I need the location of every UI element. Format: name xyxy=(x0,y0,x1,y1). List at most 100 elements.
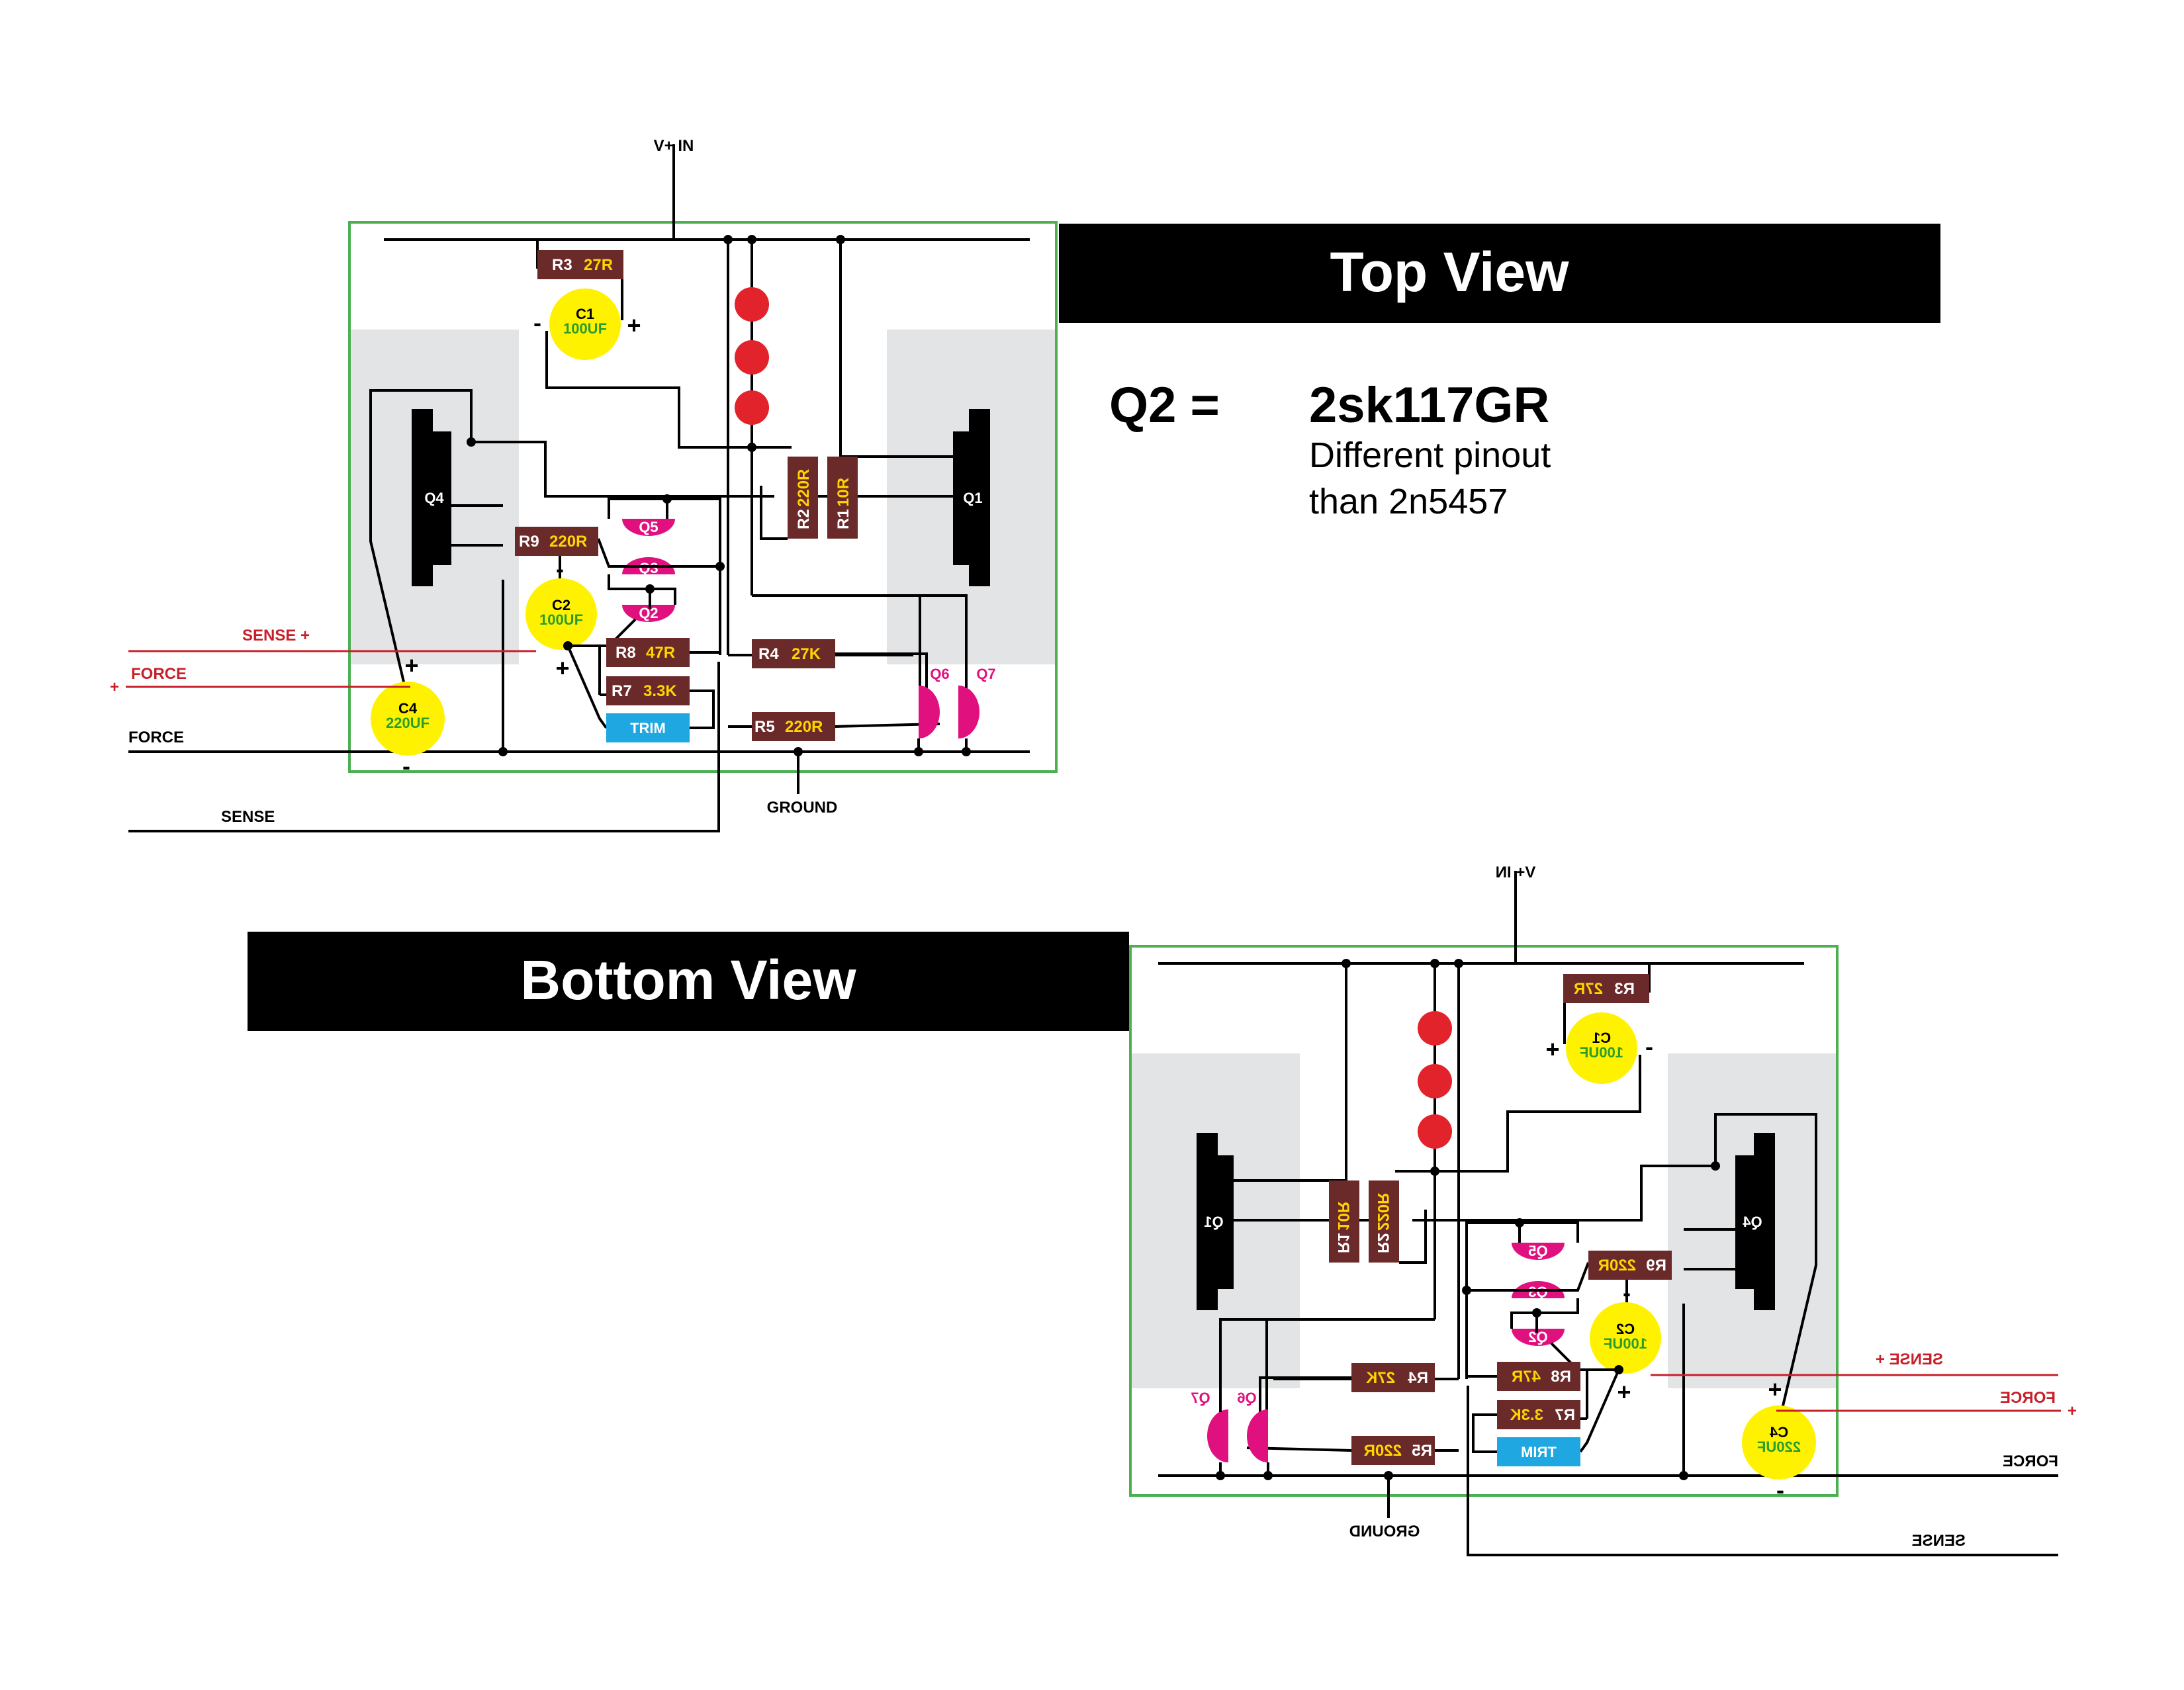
svg-text:220R: 220R xyxy=(549,533,587,551)
top-r4: R4 27K xyxy=(752,639,835,668)
svg-text:R1: R1 xyxy=(1334,1233,1352,1253)
svg-text:TRIM: TRIM xyxy=(1521,1444,1557,1460)
svg-text:+: + xyxy=(1768,1376,1782,1403)
top-force-label: FORCE xyxy=(128,729,184,746)
top-r8: R8 47R xyxy=(606,638,690,667)
top-sense-label: SENSE xyxy=(221,808,275,826)
svg-text:220UF: 220UF xyxy=(386,715,430,731)
bottom-r7: R7 3.3K xyxy=(1497,1400,1580,1429)
svg-text:100UF: 100UF xyxy=(539,611,583,628)
pinout-note-line1: Different pinout xyxy=(1309,435,1551,475)
svg-text:Q4: Q4 xyxy=(424,490,444,506)
svg-text:10R: 10R xyxy=(1334,1202,1352,1231)
svg-text:R3: R3 xyxy=(552,256,572,274)
svg-text:220R: 220R xyxy=(795,469,813,507)
bottom-r5: R5 220R xyxy=(1351,1436,1435,1465)
bottom-r9: R9 220R xyxy=(1588,1251,1672,1280)
svg-text:Q6: Q6 xyxy=(930,666,949,682)
svg-text:R7: R7 xyxy=(1555,1406,1575,1424)
top-sense-plus-label: SENSE + xyxy=(242,627,310,645)
top-vplus-in-label: V+ IN xyxy=(654,137,694,155)
bottom-r4: R4 27K xyxy=(1351,1363,1435,1392)
bottom-q7: Q7 xyxy=(1191,1390,1228,1462)
top-r5: R5 220R xyxy=(752,712,835,741)
bottom-q2: Q2 xyxy=(1512,1329,1565,1346)
bottom-c4: C4 220UF + - xyxy=(1742,1376,1816,1503)
top-q6: Q6 xyxy=(919,666,950,738)
bottom-q5: Q5 xyxy=(1512,1243,1565,1260)
svg-text:27K: 27K xyxy=(1365,1369,1395,1387)
top-force-plus-sign: + xyxy=(110,678,119,696)
svg-text:R1: R1 xyxy=(835,509,852,529)
svg-text:220UF: 220UF xyxy=(1757,1439,1801,1455)
svg-text:-: - xyxy=(402,752,410,779)
top-c2: C2 100UF - + xyxy=(525,555,597,682)
top-r2: R2 220R xyxy=(788,457,818,539)
svg-text:C4: C4 xyxy=(398,700,418,717)
q2-part-number: 2sk117GR xyxy=(1309,377,1549,433)
svg-text:Q3: Q3 xyxy=(1528,1284,1547,1300)
svg-text:220R: 220R xyxy=(785,718,823,736)
svg-text:Q3: Q3 xyxy=(639,560,658,576)
bottom-force-plus-sign: + xyxy=(2068,1402,2077,1420)
q2-equals-label: Q2 = xyxy=(1109,377,1220,433)
svg-text:47R: 47R xyxy=(646,644,675,662)
svg-text:R2: R2 xyxy=(795,509,813,529)
svg-text:+: + xyxy=(555,654,569,682)
svg-text:Q7: Q7 xyxy=(976,666,995,682)
bottom-view: Bottom View V+ IN R3 27R C1 100UF xyxy=(248,864,2077,1556)
top-c4: C4 220UF + - xyxy=(371,652,445,779)
svg-text:100UF: 100UF xyxy=(563,320,607,337)
svg-text:-: - xyxy=(1623,1279,1631,1306)
svg-text:Q4: Q4 xyxy=(1743,1214,1762,1230)
top-led-2 xyxy=(735,340,769,375)
svg-text:3.3K: 3.3K xyxy=(643,682,677,700)
bottom-trim[interactable]: TRIM xyxy=(1497,1437,1580,1466)
svg-text:R5: R5 xyxy=(754,718,775,736)
svg-text:C1: C1 xyxy=(576,306,594,322)
bottom-c1: C1 100UF + - xyxy=(1545,1012,1653,1084)
top-c1: C1 100UF - + xyxy=(533,289,641,360)
svg-text:Q6: Q6 xyxy=(1237,1390,1256,1406)
svg-text:C2: C2 xyxy=(1616,1321,1635,1337)
bottom-q1: Q1 xyxy=(1197,1133,1234,1310)
svg-text:Q5: Q5 xyxy=(639,519,658,535)
svg-text:-: - xyxy=(1776,1476,1784,1503)
svg-text:27R: 27R xyxy=(584,256,613,274)
top-led-3 xyxy=(735,390,769,425)
top-view: Top View Q2 = 2sk117GR Different pinout … xyxy=(110,137,1940,832)
svg-text:+: + xyxy=(404,652,418,679)
svg-text:220R: 220R xyxy=(1374,1193,1392,1231)
bottom-view-title: Bottom View xyxy=(520,949,856,1011)
svg-text:R9: R9 xyxy=(519,533,539,551)
svg-text:3.3K: 3.3K xyxy=(1510,1406,1543,1424)
top-view-title: Top View xyxy=(1330,241,1570,303)
bottom-q4: Q4 xyxy=(1735,1133,1775,1310)
svg-text:C2: C2 xyxy=(552,597,570,613)
bottom-r2: R2 220R xyxy=(1369,1180,1399,1263)
bottom-c2: C2 100UF - + xyxy=(1590,1279,1661,1405)
top-ground-label: GROUND xyxy=(767,799,838,817)
top-r9: R9 220R xyxy=(515,527,598,556)
svg-text:R7: R7 xyxy=(612,682,632,700)
svg-text:47R: 47R xyxy=(1512,1368,1541,1386)
bottom-sense-label: SENSE xyxy=(1912,1532,1966,1550)
top-trim[interactable]: TRIM xyxy=(606,713,690,742)
top-q4: Q4 xyxy=(412,409,451,586)
pinout-note-line2: than 2n5457 xyxy=(1309,482,1508,521)
svg-text:R4: R4 xyxy=(1408,1369,1428,1387)
bottom-led-3 xyxy=(1418,1114,1452,1149)
svg-text:-: - xyxy=(533,309,541,336)
svg-text:R9: R9 xyxy=(1646,1257,1666,1274)
svg-text:10R: 10R xyxy=(835,478,852,507)
svg-text:Q1: Q1 xyxy=(1204,1214,1223,1230)
bottom-view-banner xyxy=(248,932,1129,1031)
bottom-ground-label: GROUND xyxy=(1349,1523,1420,1540)
svg-text:C4: C4 xyxy=(1769,1424,1788,1441)
bottom-force-label: FORCE xyxy=(2003,1452,2058,1470)
top-force-plus-label: FORCE xyxy=(131,665,187,683)
svg-text:Q1: Q1 xyxy=(963,490,982,506)
svg-text:R4: R4 xyxy=(758,645,779,663)
top-view-banner xyxy=(1059,224,1940,323)
bottom-led-1 xyxy=(1418,1011,1452,1045)
